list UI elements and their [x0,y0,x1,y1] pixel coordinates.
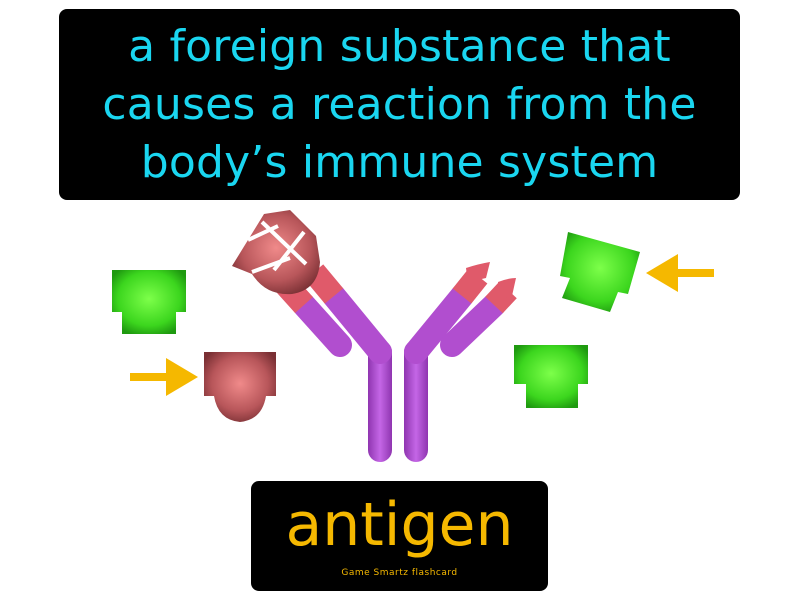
green-antigen-icon [112,270,186,334]
arrow-right-icon [130,358,198,396]
definition-line-1: a foreign substance that [128,20,671,72]
red-antigen-icon [204,352,276,422]
definition-box: a foreign substance that causes a reacti… [59,9,740,200]
definition-line-2: causes a reaction from the [102,78,697,130]
term-word: antigen [285,490,514,560]
arrow-left-icon [646,254,714,292]
brand-caption: Game Smartz flashcard [341,568,458,578]
bound-red-antigen-icon [230,210,320,295]
y-shaped-antibody-icon [230,210,517,462]
green-antigen-icon [514,345,588,408]
term-box: antigen Game Smartz flashcard [251,481,548,591]
definition-line-3: body’s immune system [140,136,659,188]
green-antigen-icon [560,232,640,312]
